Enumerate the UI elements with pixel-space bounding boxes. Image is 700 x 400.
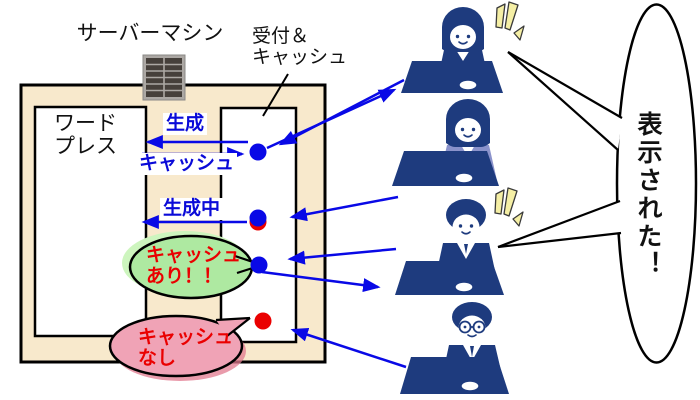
cache-miss-bubble — [108, 314, 251, 381]
request-from-user3-arrow — [287, 247, 397, 265]
cache-miss-label: キャッシュ なし — [138, 327, 234, 369]
wordpress-label: ワード プレス — [54, 112, 117, 158]
man-user-icon — [395, 199, 504, 295]
request-from-user1-arrow — [278, 78, 405, 146]
server-machine-title: サーバーマシン — [76, 22, 224, 45]
wordpress-box — [33, 105, 148, 338]
request-from-user2-arrow — [289, 195, 399, 222]
cache-hit-label: キャッシュ あり！！ — [146, 245, 242, 287]
request-dot-2 — [249, 209, 267, 227]
excitement-burst-icon — [495, 1, 525, 41]
laptop-icon — [400, 357, 509, 394]
request-dot-4 — [254, 312, 272, 330]
cache-hit-bubble — [122, 231, 263, 300]
laptop-icon — [395, 261, 504, 295]
laptop-icon — [392, 151, 499, 186]
request-dot-1 — [249, 143, 267, 161]
displayed-speech-bubble — [497, 3, 698, 364]
server-rack-icon — [142, 54, 186, 101]
generate-label: 生成 — [163, 113, 208, 135]
response-to-user3-arrow — [261, 270, 381, 293]
laptop-icon — [401, 61, 503, 93]
woman-user-icon — [392, 99, 499, 186]
woman-user-icon — [401, 7, 503, 93]
reception-label-pointer — [262, 73, 289, 117]
generating-label: 生成中 — [160, 198, 224, 220]
request-from-user4-arrow — [290, 327, 407, 369]
man-glasses-user-icon — [400, 302, 509, 394]
displayed-label: 表示された！ — [634, 111, 662, 279]
cache-label: キャッシュ — [136, 153, 238, 175]
reception-cache-label: 受付＆ キャッシュ — [252, 26, 348, 68]
excitement-burst-icon — [494, 187, 524, 227]
request-dot-3 — [250, 256, 268, 274]
